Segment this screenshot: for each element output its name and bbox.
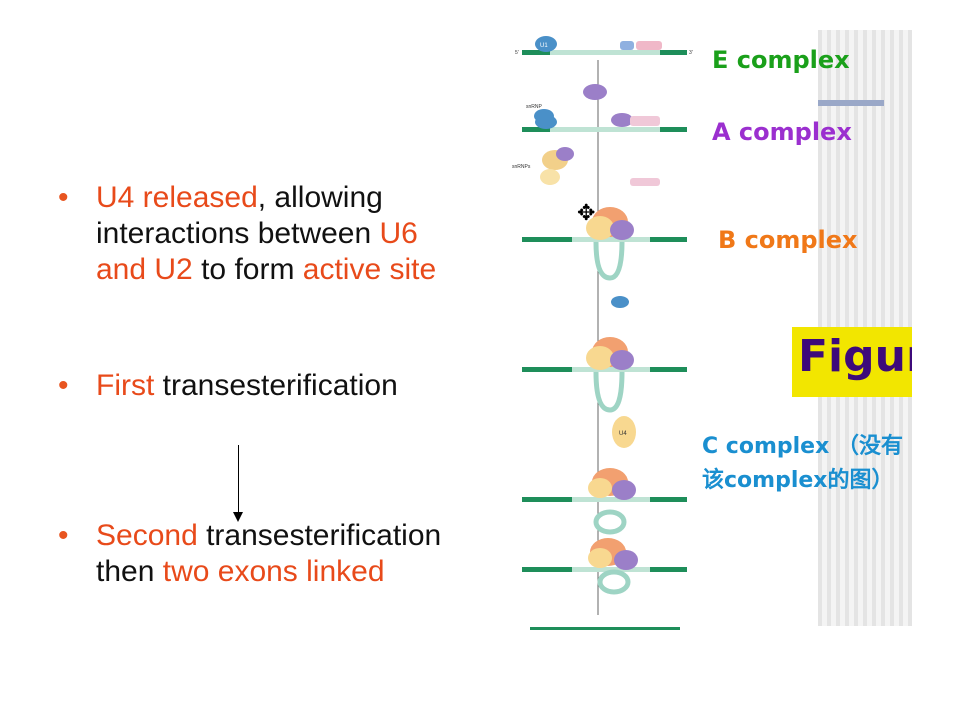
bullet-segment: First [96,369,155,402]
move-cursor-icon: ✥ [577,200,596,225]
intron-strand [522,50,687,55]
u2af-protein [630,178,660,186]
u1-snrnp [535,36,557,52]
u6-snrnp [540,169,560,185]
figure-word: Figure [798,331,912,382]
u1-snrnp [535,115,557,129]
label-b-complex: B complex [718,226,858,254]
lariat-loop [593,509,627,535]
intron-strand [522,567,687,572]
u2-snrnp [610,350,634,370]
stage-final [522,538,687,595]
intron-strand [522,237,687,242]
u2-snrnp [610,220,634,240]
exon-5 [522,50,550,55]
bullet-segment: Second [96,519,198,552]
exon-5 [522,367,572,372]
u2af-protein [636,41,662,50]
stage-b-complex [522,207,687,281]
decorative-bar [818,100,884,106]
bullet-segment: to form [192,253,303,286]
exon-3 [660,127,687,132]
intron-strand [522,127,687,132]
exon-3 [650,497,687,502]
snrnp-label: snRNP [526,104,543,110]
u2af-protein [630,116,660,126]
u6-snrnp [588,548,612,568]
exon-5 [522,497,572,502]
u1-label: U1 [540,43,548,49]
exon-5 [522,567,572,572]
u1-released [611,296,629,308]
stage-a-complex: snRNP [522,84,687,132]
bullet-segment: active site [302,253,437,286]
exon-3 [650,237,687,242]
u2-snrnp [612,480,636,500]
u2-snrnp [611,113,633,127]
exon-3 [650,567,687,572]
spliceosome-assembly-diagram: U1 5' 3' snRNP snRNPs [512,36,693,630]
u2-snrnp [614,550,638,570]
down-arrow-line [238,445,239,515]
bullet-marker: • [58,181,69,214]
label-a-complex: A complex [712,118,852,146]
u6-snrnp [586,346,614,370]
bullet-segment: U4 released [96,181,258,214]
label-e-complex: E complex [712,46,850,74]
u6-snrnp [588,478,612,498]
bullet-segment: two exons linked [162,555,385,588]
bullet-text: U4 released, allowing interactions betwe… [96,180,466,288]
five-prime-label: 5' [515,50,519,56]
lariat-loop [597,569,631,595]
bullet-segment: transesterification [154,369,398,402]
snrnps-label: snRNPs [512,164,531,170]
stage-c-complex [522,468,687,535]
intron-loop [593,241,625,281]
stage-b-active [522,337,687,413]
u2-snrnp [583,84,607,100]
bbp-protein [620,41,634,50]
exon-5 [522,237,572,242]
bullet-segment: U6 and U2 [96,217,418,286]
ligated-exons [530,627,680,630]
exon-3 [660,50,687,55]
intron-strand [522,367,687,372]
bullet-text: Second transesterification then two exon… [96,518,466,590]
u4-snrnp [586,216,614,240]
three-prime-label: 3' [689,50,693,56]
exon-3 [650,367,687,372]
u4-label: U4 [619,431,627,437]
down-arrow-head-icon [233,512,243,522]
exon-5 [522,127,550,132]
bullet-segment: transesterification then [96,519,442,588]
intron-loop [593,371,625,413]
intron-strand [522,497,687,502]
tri-snrnp-entering: snRNPs [512,147,660,186]
label-c-complex: C complex （没有该complex的图） [702,434,903,493]
stage-e-complex: U1 5' 3' [515,36,693,56]
u4-released [612,416,636,448]
spliced-mrna [530,627,680,630]
bullet-marker: • [58,519,69,552]
bullet-text: First transesterification [96,368,466,404]
figure-caption-box: Figure [792,327,912,397]
bullet-segment: , allowing interactions between [96,181,383,250]
bullet-marker: • [58,369,69,402]
u5-snrnp [556,147,574,161]
